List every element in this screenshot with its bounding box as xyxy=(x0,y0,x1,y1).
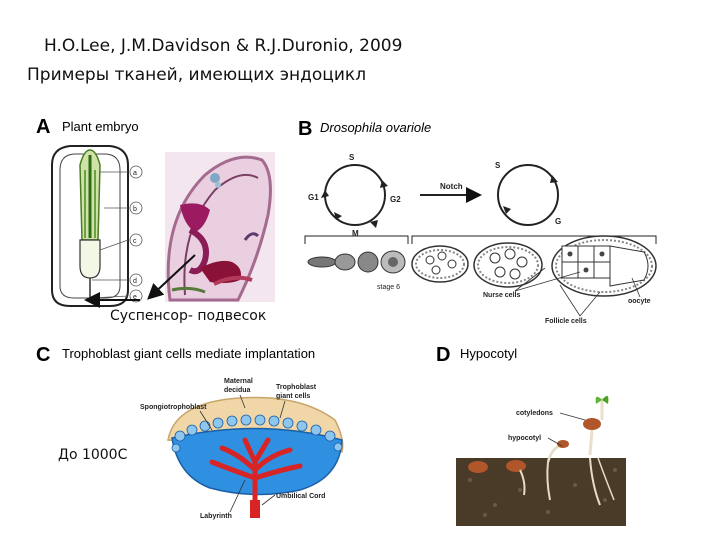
panel-b: B Drosophila ovariole S G1 G2 M Notch S … xyxy=(298,118,657,325)
hypocotyl-photo xyxy=(456,395,626,526)
cotyledons-label: cotyledons xyxy=(516,410,553,417)
cycle2-g: G xyxy=(555,217,561,226)
panel-c-letter: C xyxy=(36,344,50,366)
cycle1-g1: G1 xyxy=(308,193,319,202)
ovariole-drawing xyxy=(307,235,657,297)
label-a: a xyxy=(133,170,137,177)
panel-d: D Hypocotyl cotyle xyxy=(436,344,626,526)
follicle-cells-label: Follicle cells xyxy=(545,318,587,325)
label-e: e xyxy=(133,294,137,301)
ploidy-overlay-label: До 1000С xyxy=(58,447,128,463)
nurse-cells-label: Nurse cells xyxy=(483,292,520,299)
suspensor-overlay-label: Суспенсор- подвесок xyxy=(110,308,267,324)
cycle1-s: S xyxy=(349,153,355,162)
stage-label: stage 6 xyxy=(377,284,400,291)
label-d: d xyxy=(133,278,137,285)
trophoblast-giant-cells-label-2: giant cells xyxy=(276,393,310,400)
plant-embryo-drawing xyxy=(51,145,129,307)
panel-a-letter: A xyxy=(36,116,50,138)
endocycle: S G xyxy=(495,161,561,226)
oocyte-label: oocyte xyxy=(628,298,651,305)
mitotic-cycle: S G1 G2 M xyxy=(308,153,401,238)
placenta-drawing xyxy=(167,396,344,518)
embryo-micrograph xyxy=(165,152,275,302)
hypocotyl-label: hypocotyl xyxy=(508,435,541,442)
label-b: b xyxy=(133,206,137,213)
cycle1-m: M xyxy=(352,229,359,238)
maternal-decidua-label-2: decidua xyxy=(224,387,251,394)
label-c: c xyxy=(133,238,137,245)
panel-d-letter: D xyxy=(436,344,450,366)
cycle1-g2: G2 xyxy=(390,195,401,204)
spongiotrophoblast-label: Spongiotrophoblast xyxy=(140,404,207,411)
panel-d-title: Hypocotyl xyxy=(460,346,517,361)
notch-label: Notch xyxy=(440,182,463,191)
labyrinth-label: Labyrinth xyxy=(200,513,232,520)
citation: H.O.Lee, J.M.Davidson & R.J.Duronio, 200… xyxy=(44,36,403,56)
maternal-decidua-label-1: Maternal xyxy=(224,378,253,385)
panel-c-title: Trophoblast giant cells mediate implanta… xyxy=(62,346,315,361)
umbilical-cord-label: Umbilical Cord xyxy=(276,493,325,500)
trophoblast-giant-cells-label-1: Trophoblast xyxy=(276,384,317,391)
slide-title: Примеры тканей, имеющих эндоцикл xyxy=(27,65,367,85)
panel-b-letter: B xyxy=(298,118,312,140)
embryo-labels: a b c d e xyxy=(91,165,143,303)
panel-a: A Plant embryo a b c xyxy=(36,116,275,308)
cycle2-s: S xyxy=(495,161,501,170)
panel-b-title: Drosophila ovariole xyxy=(320,120,431,135)
panel-a-title: Plant embryo xyxy=(62,119,139,134)
panel-c: C Trophoblast giant cells mediate implan… xyxy=(36,344,344,520)
